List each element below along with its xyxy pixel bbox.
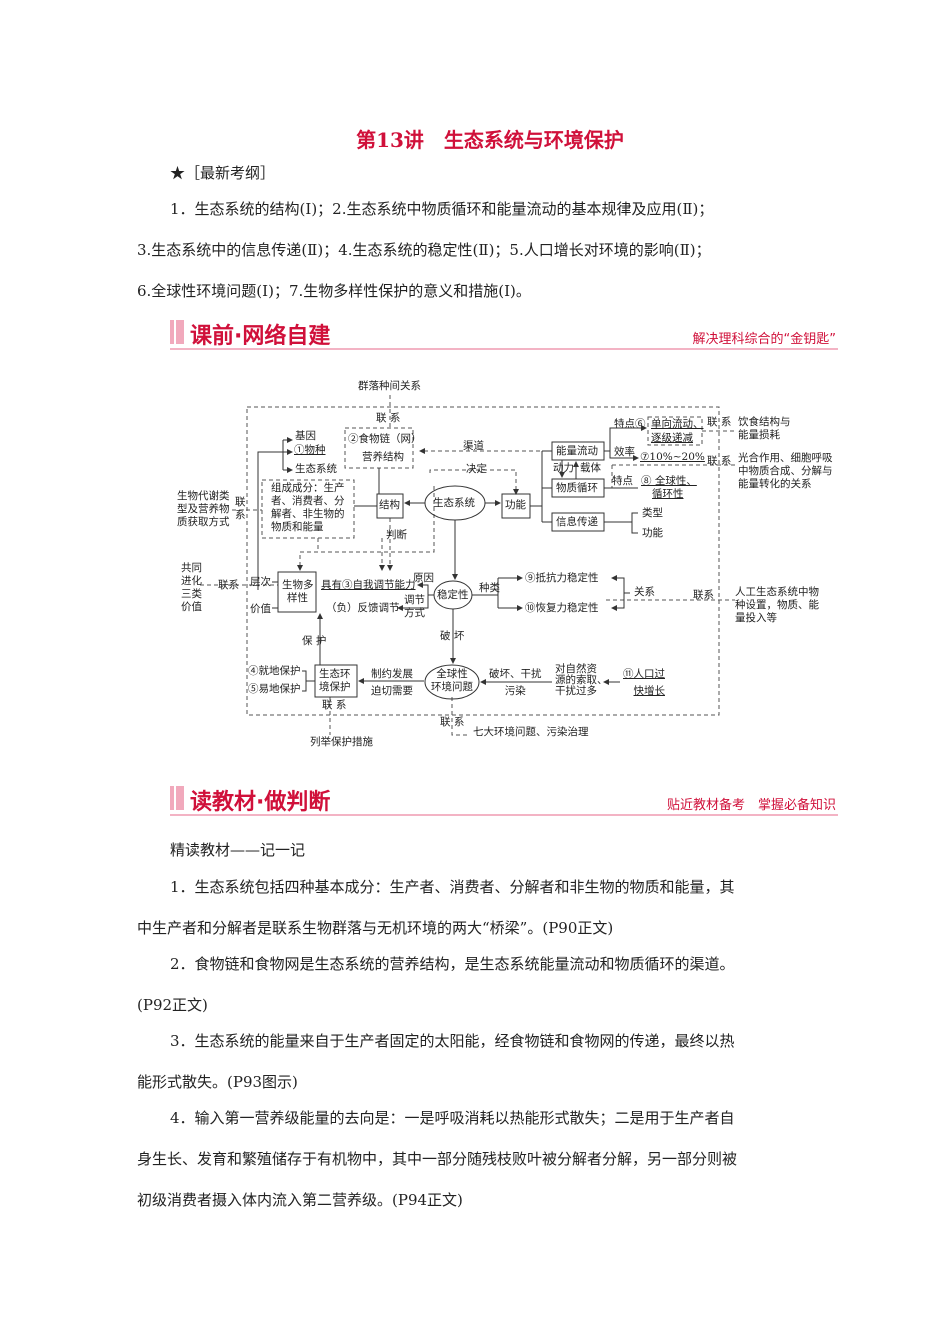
- label-disturb: 破坏、干扰污染: [489, 668, 542, 697]
- node-global-issue: 全球性环境问题: [431, 668, 473, 693]
- header-bar-icon: [176, 320, 184, 344]
- header-bar-icon: [170, 320, 174, 344]
- section-subtitle: 贴近教材备考 掌握必备知识: [666, 798, 836, 813]
- reading-line: 身生长、发育和繁殖储存于有机物中，其中一部分随残枝败叶被分解者分解，另一部分则被: [137, 1150, 738, 1168]
- label-metabolism: 生物代谢类型及营养物质获取方式: [177, 490, 230, 528]
- header-bar-icon: [170, 786, 174, 810]
- section-title: 读教材·做判断: [190, 790, 331, 815]
- label-global-cycle: ⑧ 全球性、: [641, 475, 697, 487]
- section-title: 课前·网络自建: [190, 324, 331, 349]
- section-header-reading: 读教材·做判断 贴近教材备考 掌握必备知识: [170, 784, 838, 816]
- label-link-protect: 联 系: [322, 699, 347, 711]
- reading-line: 3．生态系统的能量来自于生产者固定的太阳能，经食物链和食物网的传递，最终以热: [170, 1032, 735, 1050]
- reading-heading: 精读教材——记一记: [170, 841, 306, 859]
- label-link-photo: 联 系: [707, 455, 732, 467]
- section-header-network: 课前·网络自建 解决理科综合的“金钥匙”: [170, 318, 838, 350]
- label-population: ⑪人口过快增长: [623, 668, 665, 697]
- label-link-co: 联系: [218, 579, 239, 591]
- node-env-protection: 生态环境保护: [319, 668, 351, 693]
- reading-line: 2．食物链和食物网是生态系统的营养结构，是生态系统能量流动和物质循环的渠道。: [170, 955, 735, 973]
- node-function: 功能: [505, 499, 526, 511]
- reading-line: (P92正文): [137, 996, 208, 1014]
- label-ex-situ: ⑤易地保护: [248, 683, 301, 695]
- outline-line: 1．生态系统的结构(Ⅰ)；2.生态系统中物质循环和能量流动的基本规律及应用(Ⅱ)…: [170, 200, 714, 218]
- label-protect: 保 护: [302, 635, 327, 647]
- reading-line: 初级消费者摄入体内流入第二营养级。(P94正文): [137, 1191, 463, 1209]
- label-diet: 饮食结构与能量损耗: [738, 416, 791, 441]
- label-photo: 光合作用、细胞呼吸中物质合成、分解与能量转化的关系: [738, 452, 833, 490]
- label-level: 层次: [250, 576, 271, 588]
- label-link-vertical: 联系: [235, 496, 246, 521]
- section-subtitle: 解决理科综合的“金钥匙”: [692, 332, 836, 347]
- label-feature6: 特点⑥: [614, 418, 646, 430]
- label-link: 联 系: [376, 412, 401, 424]
- page-title: 第13讲 生态系统与环境保护: [356, 128, 624, 152]
- label-species: ①物种: [294, 444, 326, 456]
- label-seven-issues: 七大环境问题、污染治理: [473, 726, 589, 738]
- label-carrier: 载体: [580, 462, 601, 474]
- node-biodiversity: 生物多样性: [282, 579, 314, 604]
- label-link-issue: 联 系: [440, 716, 465, 728]
- label-decrease: 逐级递减: [651, 432, 693, 444]
- label-self-regulation: 具有③自我调节能力: [321, 579, 416, 591]
- label-gene: 基因: [295, 430, 316, 442]
- label-list-measures: 列举保护措施: [310, 736, 373, 748]
- label-feature: 特点: [612, 475, 633, 487]
- label-coevolution: 共同进化三类价值: [181, 562, 202, 613]
- label-channel: 渠道: [463, 440, 484, 452]
- reading-line: 中生产者和分解者是联系生物群落与无机环境的两大“桥梁”。(P90正文): [137, 919, 614, 937]
- label-feedback: （负）反馈调节: [326, 602, 400, 614]
- label-one-way: 单向流动、: [651, 418, 704, 430]
- label-func2: 功能: [642, 527, 663, 539]
- label-link-art: 联系: [693, 589, 714, 601]
- outline-line: 3.生态系统中的信息传递(Ⅱ)；4.生态系统的稳定性(Ⅱ)；5.人口增长对环境的…: [137, 241, 711, 259]
- reading-line: 4．输入第一营养级能量的去向是：一是呼吸消耗以热能形式散失；二是用于生产者自: [170, 1109, 735, 1127]
- label-destroy: 破 坏: [440, 630, 465, 642]
- label-judge: 判断: [386, 529, 407, 541]
- reading-line: 能形式散失。(P93图示): [137, 1073, 298, 1091]
- label-link-diet: 联 系: [707, 416, 732, 428]
- label-regulate: 调节方式: [404, 594, 425, 619]
- label-overuse: 对自然资源的索取、干扰过多: [555, 663, 608, 697]
- node-ecosystem: 生态系统: [433, 497, 475, 509]
- label-community-relation: 群落种间关系: [358, 380, 421, 392]
- label-resilience: ⑩恢复力稳定性: [525, 602, 599, 614]
- node-energy-flow: 能量流动: [556, 445, 598, 457]
- label-kinds: 种类: [479, 582, 500, 594]
- label-type: 类型: [642, 507, 663, 519]
- label-relation: 关系: [634, 586, 655, 598]
- label-cyclic: 循环性: [652, 488, 684, 500]
- node-structure: 结构: [379, 499, 400, 511]
- label-decide: 决定: [466, 463, 487, 475]
- label-trophic-structure: 营养结构: [362, 451, 404, 463]
- outline-line: 6.全球性环境问题(Ⅰ)；7.生物多样性保护的意义和措施(Ⅰ)。: [137, 282, 531, 300]
- label-power: 动力: [553, 462, 574, 474]
- label-resistance: ⑨抵抗力稳定性: [525, 572, 599, 584]
- outline-heading: ★［最新考纲］: [170, 164, 276, 182]
- label-eff-value: ⑦10%~20%: [640, 451, 705, 463]
- node-stability: 稳定性: [437, 589, 469, 601]
- label-restrict: 制约发展迫切需要: [371, 668, 413, 697]
- reading-line: 1．生态系统包括四种基本成分：生产者、消费者、分解者和非生物的物质和能量，其: [170, 878, 735, 896]
- label-components: 组成成分：生产者、消费者、分解者、非生物的物质和能量: [271, 482, 345, 533]
- header-bar-icon: [176, 786, 184, 810]
- label-reason: 原因: [413, 572, 434, 584]
- label-artificial: 人工生态系统中物种设置，物质、能量投入等: [735, 586, 819, 624]
- label-food-chain: ②食物链（网）: [348, 433, 422, 445]
- label-value: 价值: [250, 603, 271, 615]
- node-info-transfer: 信息传递: [556, 516, 598, 528]
- node-matter-cycle: 物质循环: [556, 482, 598, 494]
- label-in-situ: ④就地保护: [248, 665, 301, 677]
- label-efficiency: 效率: [614, 446, 635, 458]
- label-ecosystem-level: 生态系统: [295, 463, 337, 475]
